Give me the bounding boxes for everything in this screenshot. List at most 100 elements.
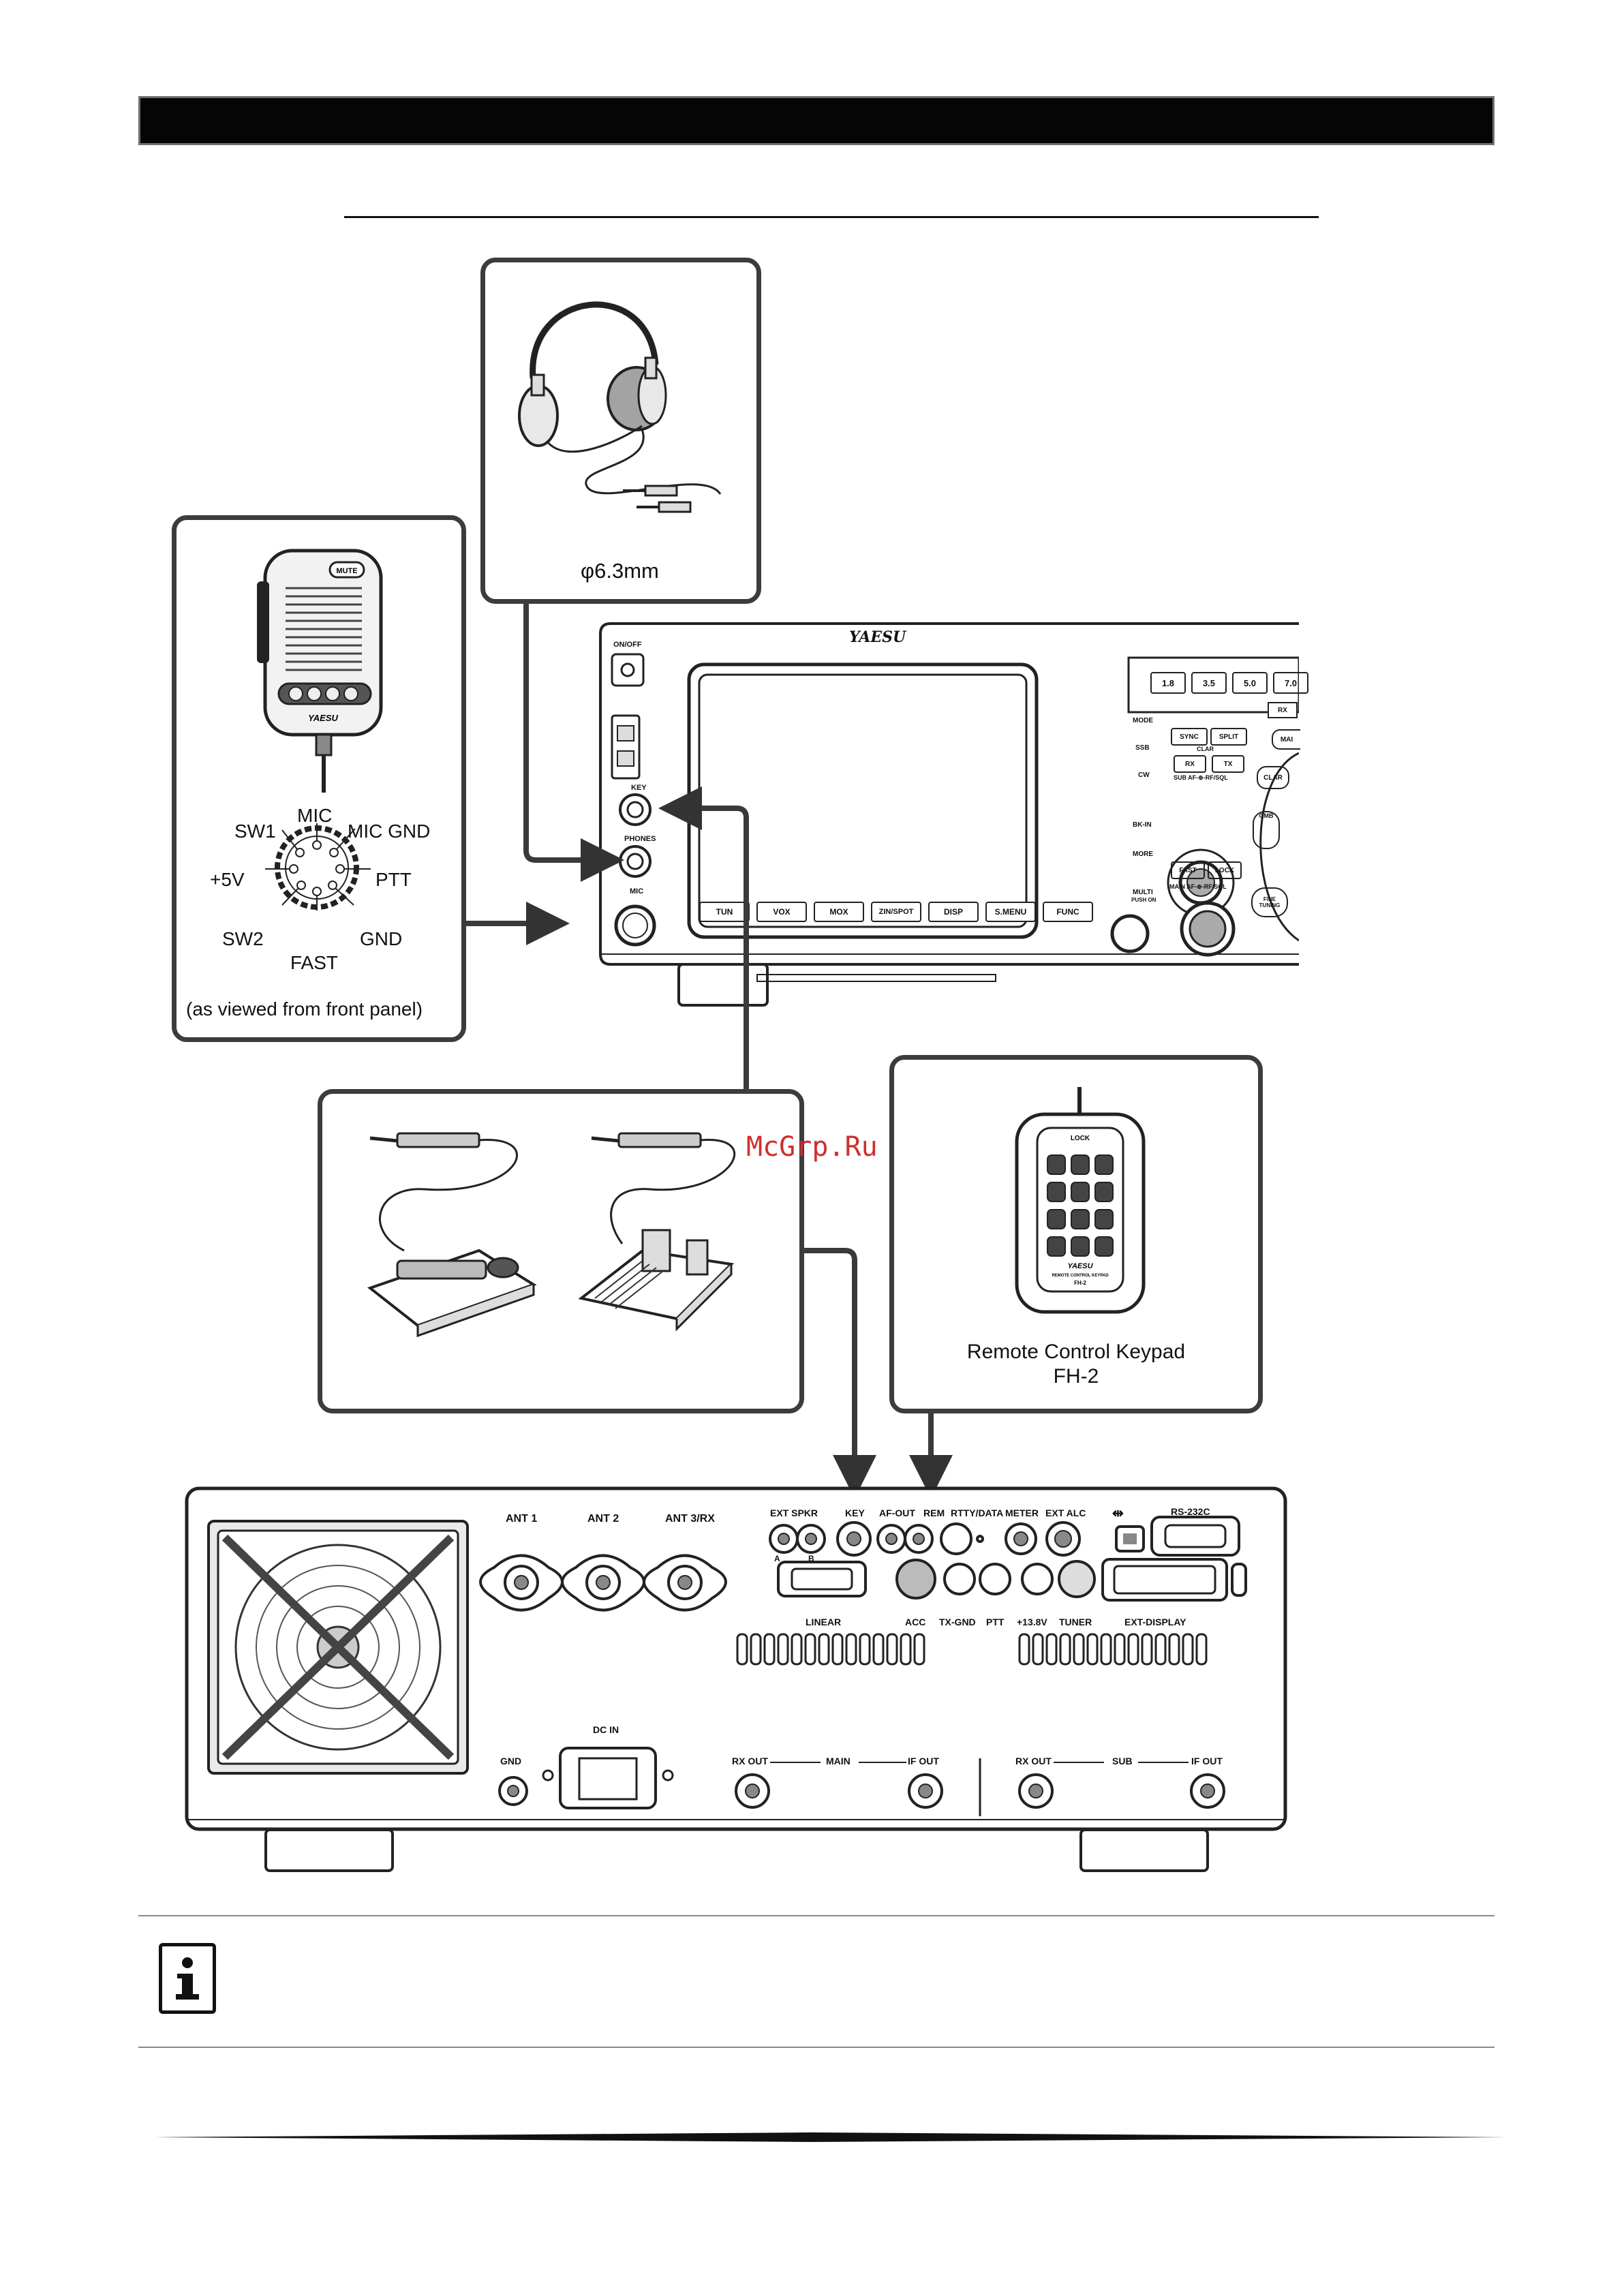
label-clar: CLAR [1197, 746, 1214, 752]
rear-af-out-label: AF-OUT [879, 1507, 915, 1518]
front-mic-label: MIC [630, 887, 644, 896]
microphone-illustration: MUTE YAESU [257, 549, 383, 793]
title-rule [344, 216, 1319, 218]
soft-key-zin-spot[interactable]: ZIN/SPOT [871, 902, 921, 922]
fine-tuning-button[interactable]: FINE TUNING [1251, 887, 1288, 917]
soft-key-disp[interactable]: DISP [928, 902, 979, 922]
rear-if-out-sub-label: IF OUT [1191, 1756, 1223, 1766]
front-brand: YAESU [849, 628, 906, 646]
rear-ext-spkr-a-label: A [774, 1554, 780, 1563]
front-panel: YAESU ON/OFF KEY PHONES MIC 1.8 3.5 5.0 … [597, 620, 1308, 1007]
info-icon [159, 1943, 216, 2014]
headphones-illustration [518, 301, 722, 513]
fast-button[interactable]: FAST [1171, 861, 1205, 879]
mic-view-note: (as viewed from front panel) [186, 998, 423, 1020]
rear-rs232c-label: RS-232C [1171, 1506, 1210, 1517]
label-main-af: MAIN AF-⊕-RF/SQL [1169, 883, 1227, 890]
keypad-model-small-text: FH-2 [1074, 1280, 1086, 1286]
rear-linear-label: LINEAR [806, 1617, 842, 1627]
lock-button[interactable]: LOCK [1208, 861, 1242, 879]
soft-key-mox[interactable]: MOX [814, 902, 864, 922]
split-button[interactable]: SPLIT [1210, 728, 1247, 746]
sync-button[interactable]: SYNC [1171, 728, 1208, 746]
rear-rtty-data-label: RTTY/DATA [951, 1507, 1004, 1518]
note-bottom-rule [138, 2047, 1495, 2048]
headphones-panel: φ6.3mm [480, 258, 761, 604]
rear-ext-spkr-label: EXT SPKR [770, 1507, 818, 1518]
rear-sub-label: SUB [1112, 1756, 1133, 1766]
keypad-lock-text: LOCK [1071, 1135, 1090, 1142]
band-button-1[interactable]: 1.8 [1150, 672, 1186, 694]
rear-ext-display-label: EXT-DISPLAY [1124, 1617, 1186, 1627]
pin-ptt-label: PTT [376, 869, 412, 890]
keypad-caption-line1: Remote Control Keypad [966, 1341, 1186, 1363]
main-button[interactable]: MAI [1272, 729, 1300, 750]
band-button-4[interactable]: 7.0 [1273, 672, 1308, 694]
header-bar [138, 96, 1495, 145]
rear-panel: ANT 1 ANT 2 ANT 3/RX EXT SPKR A B KEY AF… [184, 1486, 1288, 1881]
rx-button[interactable]: RX [1268, 702, 1298, 718]
microphone-panel: MUTE YAESU [172, 515, 466, 1042]
keypad-brand-text: YAESU [1067, 1262, 1093, 1270]
band-buttons: 1.8 3.5 5.0 7.0 [1150, 672, 1308, 694]
watermark: McGrp.Ru [746, 1131, 878, 1163]
front-phones-label: PHONES [624, 835, 656, 843]
note-top-rule [138, 1915, 1495, 1916]
pin-5v-label: +5V [210, 869, 245, 890]
front-onoff-label: ON/OFF [613, 641, 642, 649]
band-button-2[interactable]: 3.5 [1191, 672, 1227, 694]
usb-icon: ⇹ [1112, 1506, 1124, 1521]
rear-dc-in-label: DC IN [593, 1724, 619, 1735]
label-multi: MULTI [1133, 889, 1153, 896]
soft-key-smenu[interactable]: S.MENU [985, 902, 1036, 922]
rear-ext-spkr-b-label: B [808, 1554, 814, 1563]
soft-keys: TUN VOX MOX ZIN/SPOT DISP S.MENU FUNC [699, 902, 1093, 922]
keypad-illustration: LOCK YAESU REMOTE CONTROL KEYPAD FH-2 [1015, 1087, 1146, 1314]
keypad-panel: LOCK YAESU REMOTE CONTROL KEYPAD FH-2 Re… [889, 1055, 1263, 1413]
headphones-plug-label: φ6.3mm [581, 559, 659, 583]
soft-key-tun[interactable]: TUN [699, 902, 750, 922]
rear-ant1-label: ANT 1 [506, 1513, 538, 1525]
morse-keys-illustration [367, 1132, 735, 1338]
mic-connector-pinout [265, 823, 371, 910]
rear-ant2-label: ANT 2 [587, 1513, 619, 1525]
rear-key-label: KEY [845, 1507, 865, 1518]
rear-ext-alc-label: EXT ALC [1045, 1507, 1086, 1518]
pin-mic-gnd-label: MIC GND [348, 821, 431, 842]
soft-key-func[interactable]: FUNC [1043, 902, 1093, 922]
pin-sw2-label: SW2 [222, 928, 264, 949]
rear-ant3-label: ANT 3/RX [665, 1513, 715, 1525]
rear-meter-label: METER [1005, 1507, 1039, 1518]
rear-if-out-main-label: IF OUT [908, 1756, 939, 1766]
rear-rem-label: REM [923, 1507, 945, 1518]
pin-fast-label: FAST [290, 952, 339, 973]
band-button-3[interactable]: 5.0 [1232, 672, 1268, 694]
rear-rx-out-main-label: RX OUT [732, 1756, 768, 1766]
rear-gnd-label: GND [500, 1756, 522, 1766]
rear-main-label: MAIN [826, 1756, 851, 1766]
pin-mic-label: MIC [297, 805, 333, 826]
gmb-button[interactable]: GMB [1253, 811, 1280, 849]
front-key-label: KEY [631, 784, 647, 792]
keypad-subtitle-text: REMOTE CONTROL KEYPAD [1052, 1274, 1109, 1278]
pin-sw1-label: SW1 [234, 821, 276, 842]
label-push-on: PUSH ON [1131, 897, 1156, 903]
keypad-caption-line2: FH-2 [1053, 1365, 1099, 1388]
clar-tx-button[interactable]: TX [1212, 755, 1244, 773]
label-bk-in: BK-IN [1133, 821, 1152, 829]
rear-rx-out-sub-label: RX OUT [1015, 1756, 1052, 1766]
soft-key-vox[interactable]: VOX [756, 902, 807, 922]
clar-rx-button[interactable]: RX [1174, 755, 1206, 773]
pin-gnd-label: GND [360, 928, 403, 949]
footer-rule [155, 2132, 1506, 2142]
label-cw: CW [1138, 771, 1150, 779]
label-mode: MODE [1133, 717, 1153, 724]
label-more: MORE [1133, 851, 1153, 858]
mic-brand-text: YAESU [308, 713, 338, 723]
rear-tuner-label: TUNER [1059, 1617, 1092, 1627]
label-ssb: SSB [1135, 744, 1150, 752]
rear-ptt-label: PTT [986, 1617, 1005, 1627]
clar-knob-button[interactable]: CLAR [1257, 766, 1289, 789]
mic-mute-text: MUTE [336, 567, 357, 575]
label-sub-af: SUB AF-⊕-RF/SQL [1174, 774, 1228, 781]
